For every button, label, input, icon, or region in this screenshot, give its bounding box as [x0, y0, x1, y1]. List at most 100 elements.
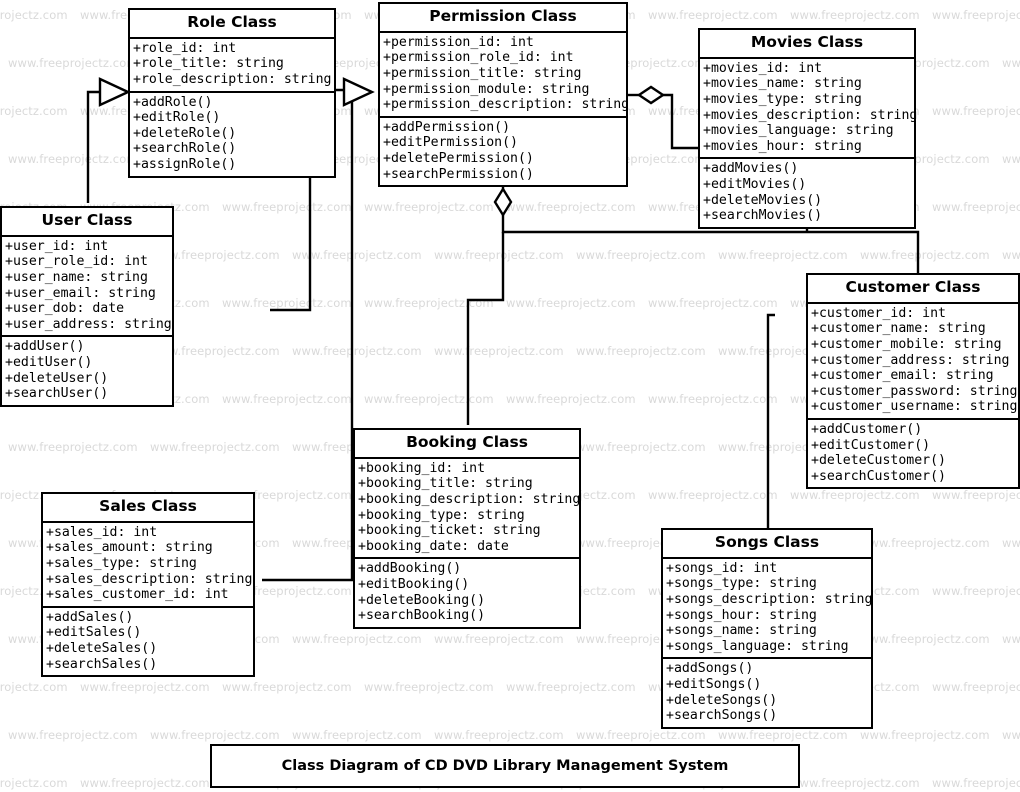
watermark-text: www.freeprojectz.com: [434, 344, 564, 358]
watermark-text: www.freeprojectz.com: [860, 536, 990, 550]
watermark-text: www.freeprojectz.com: [8, 728, 138, 742]
watermark-text: www.freeprojectz.com: [8, 152, 138, 166]
class-divider: [663, 657, 871, 660]
attribute-row: +booking_type: string: [358, 507, 525, 523]
attribute-row: +user_email: string: [5, 285, 156, 301]
method-row: +editRole(): [133, 110, 221, 126]
method-row: +editSongs(): [666, 676, 762, 692]
attribute-row: +songs_description: string: [666, 592, 873, 607]
watermark-text: www.freeprojectz.com: [506, 680, 636, 694]
class-divider: [808, 301, 1018, 304]
class-title-movies: Movies Class: [750, 33, 864, 51]
attributes-role: +role_id: int +role_title: string +role_…: [130, 39, 334, 91]
attribute-row: +user_id: int: [5, 238, 109, 254]
attribute-row: +sales_description: string: [46, 571, 253, 587]
attribute-row: +user_name: string: [5, 270, 148, 285]
method-row: +addSongs(): [666, 661, 754, 677]
class-title-booking: Booking Class: [406, 433, 528, 451]
method-row: +addBooking(): [358, 561, 462, 577]
watermark-text: www.freeprojectz.com: [932, 680, 1020, 694]
watermark-text: www.freeprojectz.com: [150, 728, 280, 742]
methods-sales: +addSales() +editSales() +deleteSales() …: [43, 608, 253, 675]
method-row: +searchRole(): [133, 141, 237, 157]
class-divider: [380, 115, 626, 118]
watermark-text: www.freeprojectz.com: [860, 632, 990, 646]
method-row: +searchMovies(): [703, 208, 823, 224]
method-row: +searchUser(): [5, 386, 109, 402]
watermark-text: www.freeprojectz.com: [222, 296, 352, 310]
watermark-text: www.freeprojectz.com: [648, 8, 778, 22]
watermark-text: www.freeprojectz.com: [80, 776, 210, 790]
attribute-row: +customer_name: string: [811, 321, 986, 337]
attribute-row: +songs_id: int: [666, 560, 778, 576]
watermark-text: www.freeprojectz.com: [1002, 632, 1020, 646]
method-row: +deleteUser(): [5, 370, 109, 386]
class-divider: [808, 417, 1018, 420]
attribute-row: +customer_username: string: [811, 399, 1018, 415]
class-box-permission[interactable]: Permission Class +permission_id: int +pe…: [378, 2, 630, 188]
class-box-booking[interactable]: Booking Class +booking_id: int +booking_…: [353, 428, 581, 629]
watermark-text: www.freeprojectz.com: [1002, 248, 1020, 262]
attribute-row: +booking_description: string: [358, 492, 581, 507]
class-box-songs[interactable]: Songs Class +songs_id: int +songs_type: …: [661, 528, 873, 729]
watermark-text: www.freeprojectz.com: [434, 248, 564, 262]
method-row: +editMovies(): [703, 176, 807, 192]
method-row: +addUser(): [5, 339, 85, 355]
methods-movies: +addMovies() +editMovies() +deleteMovies…: [700, 159, 914, 226]
diagram-caption-box: Class Diagram of CD DVD Library Manageme…: [210, 744, 800, 788]
attribute-row: +booking_id: int: [358, 460, 486, 476]
watermark-text: www.freeprojectz.com: [222, 680, 352, 694]
class-divider: [663, 556, 871, 559]
attributes-user: +user_id: int +user_role_id: int +user_n…: [2, 237, 172, 336]
attribute-row: +songs_type: string: [666, 576, 817, 592]
watermark-text: www.freeprojectz.com: [576, 440, 706, 454]
attribute-row: +role_title: string: [133, 56, 284, 72]
watermark-text: www.freeprojectz.com: [932, 104, 1020, 118]
methods-permission: +addPermission() +editPermission() +dele…: [380, 118, 626, 185]
attribute-row: +songs_language: string: [666, 638, 849, 654]
attribute-row: +booking_title: string: [358, 476, 533, 492]
edge-user-to-role: [86, 90, 108, 203]
methods-booking: +addBooking() +editBooking() +deleteBook…: [355, 559, 579, 626]
attributes-movies: +movies_id: int +movies_name: string +mo…: [700, 59, 918, 158]
class-box-user[interactable]: User Class +user_id: int +user_role_id: …: [0, 206, 174, 407]
attributes-booking: +booking_id: int +booking_title: string …: [355, 459, 581, 558]
class-divider: [43, 605, 253, 608]
watermark-text: www.freeprojectz.com: [860, 248, 990, 262]
watermark-text: www.freeprojectz.com: [0, 8, 68, 22]
watermark-text: www.freeprojectz.com: [364, 200, 494, 214]
method-row: +addCustomer(): [811, 421, 923, 437]
attribute-row: +customer_mobile: string: [811, 337, 1002, 352]
class-divider: [43, 520, 253, 523]
class-box-role[interactable]: Role Class +role_id: int +role_title: st…: [128, 8, 336, 178]
watermark-text: www.freeprojectz.com: [292, 728, 422, 742]
attribute-row: +permission_description: string: [383, 97, 630, 113]
aggregation-diamond-booking: [493, 186, 513, 218]
class-box-customer[interactable]: Customer Class +customer_id: int +custom…: [806, 273, 1020, 490]
method-row: +deleteCustomer(): [811, 453, 946, 469]
class-box-movies[interactable]: Movies Class +movies_id: int +movies_nam…: [698, 28, 918, 229]
watermark-text: www.freeprojectz.com: [932, 200, 1020, 214]
watermark-text: www.freeprojectz.com: [860, 728, 990, 742]
attribute-row: +role_description: string: [133, 72, 332, 87]
method-row: +addSales(): [46, 609, 134, 625]
class-box-sales[interactable]: Sales Class +sales_id: int +sales_amount…: [41, 492, 255, 678]
watermark-text: www.freeprojectz.com: [1002, 728, 1020, 742]
method-row: +editBooking(): [358, 576, 470, 592]
class-divider: [2, 335, 172, 338]
edge-permission-to-booking-b: [501, 212, 513, 234]
attribute-row: +permission_role_id: int: [383, 50, 574, 66]
method-row: +addMovies(): [703, 161, 799, 177]
edge-booking-top: [466, 232, 505, 425]
class-title-user: User Class: [41, 211, 133, 229]
method-row: +addRole(): [133, 94, 213, 110]
attribute-row: +movies_type: string: [703, 92, 862, 107]
attribute-row: +customer_address: string: [811, 352, 1010, 368]
watermark-text: www.freeprojectz.com: [434, 632, 564, 646]
watermark-text: www.freeprojectz.com: [364, 296, 494, 310]
generalization-arrowhead-role: [98, 77, 131, 107]
attribute-row: +movies_description: string: [703, 107, 918, 123]
attribute-row: +movies_hour: string: [703, 138, 862, 154]
attribute-row: +songs_hour: string: [666, 607, 817, 623]
method-row: +deleteSongs(): [666, 692, 778, 708]
